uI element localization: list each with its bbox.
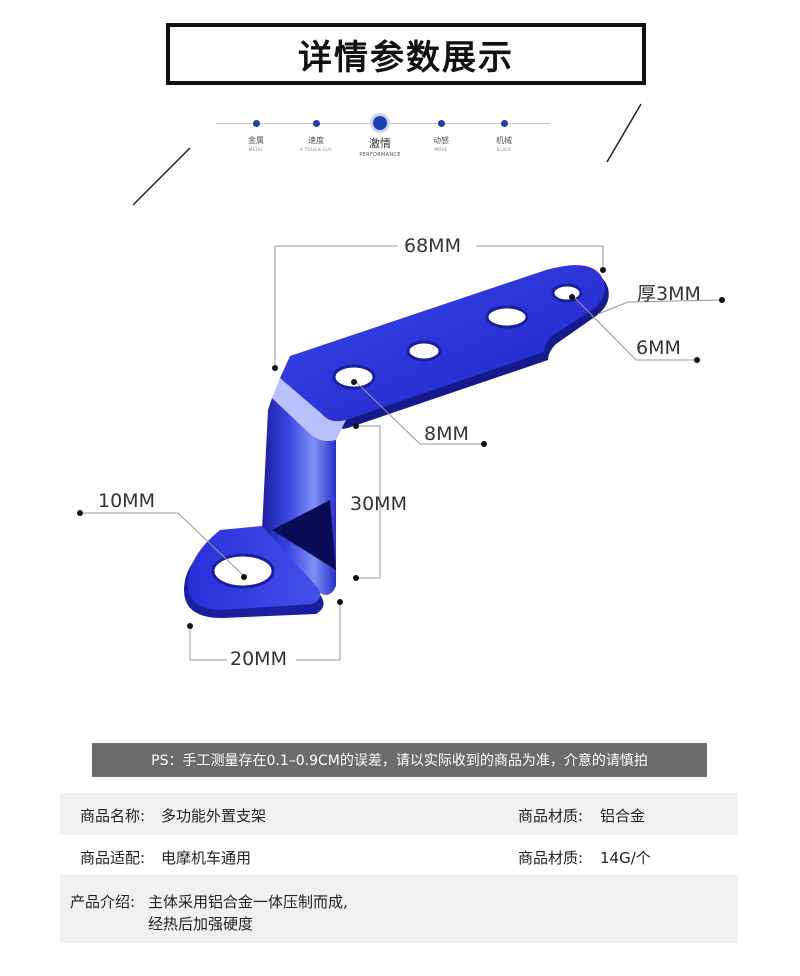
spec-row-intro: 产品介绍: 主体采用铝合金一体压制而成, 经热后加强硬度: [60, 875, 738, 943]
bracket-holes: [211, 283, 583, 589]
timeline-step-move: 动感 MOVE: [406, 110, 476, 152]
hole-small-upper: [406, 340, 442, 362]
decorative-slash-left: [132, 103, 642, 206]
timeline-step-metal: 金属 METAL: [221, 110, 291, 152]
bracket-vertical-shadow: [272, 500, 336, 570]
dim-height-label: 30MM: [350, 493, 407, 515]
feature-timeline: 金属 METAL 速度 A TOUGH GUY 激情 PERFORMANCE 动…: [216, 110, 550, 170]
timeline-label: 金属: [248, 136, 264, 145]
timeline-step-speed: 速度 A TOUGH GUY: [281, 110, 351, 152]
spec-weight-label: 商品材质:: [518, 849, 584, 867]
timeline-dot: [437, 120, 445, 127]
timeline-sub: BLACK: [496, 147, 512, 152]
spec-intro-line2: 经热后加强硬度: [148, 915, 254, 933]
hole-large-upper: [485, 305, 529, 329]
spec-name-label: 商品名称:: [80, 807, 146, 825]
dim-hole-10mm-label: 10MM: [98, 490, 155, 512]
dimension-lines: [80, 245, 723, 661]
spec-fit-value: 电摩机车通用: [161, 849, 252, 867]
timeline-step-passion: 激情 PERFORMANCE: [345, 110, 415, 158]
title-frame: 详情参数展示: [166, 23, 646, 85]
dim-length-label: 68MM: [404, 235, 461, 257]
timeline-dot: [500, 120, 508, 127]
timeline-sub: PERFORMANCE: [359, 152, 401, 158]
spec-intro-line1: 主体采用铝合金一体压制而成,: [148, 893, 348, 911]
dimension-dots: [77, 267, 725, 629]
spec-material-label: 商品材质:: [518, 807, 584, 825]
timeline-label: 速度: [308, 136, 324, 145]
timeline-sub: MOVE: [434, 147, 448, 152]
spec-fit-label: 商品适配:: [80, 849, 146, 867]
dim-hole-6mm-label: 6MM: [636, 337, 681, 359]
measurement-note: PS：手工测量存在0.1–0.9CM的误差，请以实际收到的商品为准，介意的请慎拍: [151, 753, 648, 769]
bracket-drawing: [77, 245, 725, 661]
dim-hole-8mm-label: 8MM: [424, 423, 469, 445]
measurement-note-bar: PS：手工测量存在0.1–0.9CM的误差，请以实际收到的商品为准，介意的请慎拍: [92, 743, 707, 777]
spec-material-value: 铝合金: [600, 807, 646, 825]
timeline-label: 机械: [496, 136, 512, 145]
timeline-sub: METAL: [248, 147, 264, 152]
bracket-upper-bend: [272, 378, 346, 441]
spec-row-fit: 商品适配: 电摩机车通用 商品材质: 14G/个: [60, 835, 738, 875]
timeline-label: 动感: [433, 136, 449, 145]
spec-row-name: 商品名称: 多功能外置支架 商品材质: 铝合金: [60, 793, 738, 835]
timeline-sub: A TOUGH GUY: [300, 147, 332, 152]
timeline-dot: [312, 120, 320, 127]
hole-10mm: [211, 553, 275, 589]
dim-thickness-label: 厚3MM: [637, 283, 701, 305]
spec-name-value: 多功能外置支架: [161, 807, 267, 825]
timeline-step-mechanical: 机械 BLACK: [469, 110, 539, 152]
page-title: 详情参数展示: [298, 37, 514, 78]
dim-width-label: 20MM: [230, 648, 287, 670]
hole-8mm: [332, 364, 376, 390]
spec-intro-label: 产品介绍:: [70, 893, 136, 911]
timeline-dot-active: [373, 116, 387, 130]
spec-weight-value: 14G/个: [600, 849, 651, 867]
hole-6mm: [551, 283, 583, 303]
timeline-dot: [252, 120, 260, 127]
timeline-label: 激情: [369, 137, 391, 150]
